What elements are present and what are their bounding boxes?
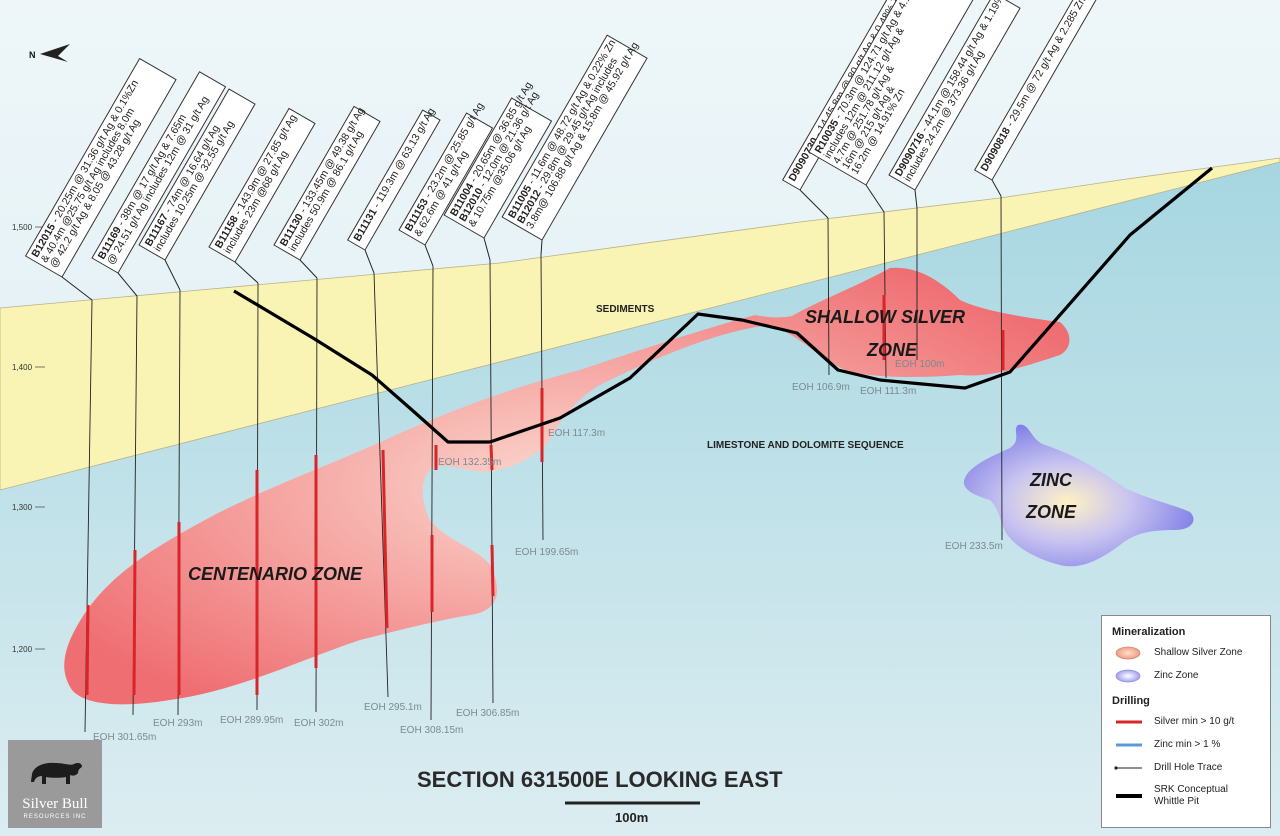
eoh-label: EOH 308.15m — [400, 725, 463, 736]
sediments-unit — [0, 157, 1280, 491]
eoh-label: EOH 117.3m — [548, 428, 605, 439]
callout-frame — [443, 97, 553, 239]
legend-row-drill-trace: Drill Hole Trace — [1112, 761, 1260, 775]
legend-label: Silver min > 10 g/t — [1154, 716, 1235, 727]
shallow-silver-swatch-icon — [1115, 646, 1141, 660]
eoh-label: EOH 295.1m — [364, 702, 422, 713]
zinc-intercept-swatch-icon — [1116, 743, 1142, 747]
zinc-swatch-icon — [1115, 669, 1141, 683]
zinc-zone-label: ZINC — [1029, 470, 1073, 490]
legend: Mineralization Shallow Silver Zone Zinc … — [1101, 615, 1271, 828]
north-arrow-icon — [40, 44, 70, 62]
eoh-label: EOH 233.5m — [945, 541, 1003, 552]
callout-frame — [91, 71, 227, 274]
eoh-label: EOH 301.65m — [93, 732, 156, 743]
legend-label: Zinc Zone — [1154, 670, 1199, 681]
callout-frame — [24, 57, 177, 278]
zinc-zone-label: ZONE — [1025, 502, 1077, 522]
eoh-label: EOH 100m — [895, 359, 944, 370]
legend-row-silver-min: Silver min > 10 g/t — [1112, 715, 1260, 729]
eoh-label: EOH 199.65m — [515, 547, 578, 558]
silver-intercepts — [85, 295, 1005, 696]
whittle-pit-outline — [233, 166, 1214, 444]
legend-row-shallow-silver: Shallow Silver Zone — [1112, 646, 1260, 660]
drill-trace-swatch-icon — [1114, 766, 1142, 770]
shallow-silver-zone-label: SHALLOW SILVER — [805, 307, 965, 327]
north-arrow: N — [29, 44, 70, 62]
sediments-label: SEDIMENTS — [596, 304, 655, 315]
shallow-silver-zone-label: ZONE — [866, 340, 918, 360]
callout-leaders — [61, 179, 1002, 301]
elevation-label: 1,300 — [12, 503, 33, 512]
callout-frame — [273, 105, 381, 261]
legend-label: Zinc min > 1 % — [1154, 739, 1221, 750]
scale-label: 100m — [615, 810, 648, 825]
eoh-labels: EOH 301.65m EOH 293m EOH 289.95m EOH 302… — [93, 359, 1003, 743]
eoh-label: EOH 289.95m — [220, 715, 283, 726]
legend-row-zinc-min: Zinc min > 1 % — [1112, 738, 1260, 752]
pit-swatch-icon — [1116, 794, 1142, 798]
legend-label: Drill Hole Trace — [1154, 762, 1223, 773]
legend-drilling-title: Drilling — [1112, 695, 1150, 707]
eoh-label: EOH 111.3m — [860, 386, 916, 397]
callout-frame — [208, 107, 316, 263]
callout-frame — [808, 0, 987, 186]
callout-frame — [501, 34, 648, 241]
eoh-label: EOH 306.85m — [456, 708, 519, 719]
silver-intercept-swatch-icon — [1116, 720, 1142, 724]
limestone-label: LIMESTONE AND DOLOMITE SEQUENCE — [707, 440, 904, 451]
north-label: N — [29, 50, 36, 60]
elevation-label: 1,400 — [12, 363, 33, 372]
elevation-axis: 1,500 1,400 1,300 1,200 — [12, 223, 45, 654]
eoh-label: EOH 293m — [153, 718, 202, 729]
eoh-label: EOH 132.35m — [438, 457, 501, 468]
company-logo: Silver Bull RESOURCES INC — [8, 740, 102, 828]
eoh-label: EOH 106.9m — [792, 382, 850, 393]
elevation-label: 1,500 — [12, 223, 33, 232]
legend-row-zinc: Zinc Zone — [1112, 669, 1260, 683]
legend-mineralization-title: Mineralization — [1112, 626, 1186, 638]
callout-frame — [888, 0, 1021, 191]
callout-frame — [138, 88, 256, 261]
callout-frame — [346, 109, 441, 251]
logo-subtitle: RESOURCES INC — [23, 814, 87, 820]
zinc-zone-shape — [963, 424, 1194, 567]
callout-frame — [973, 0, 1099, 181]
logo-name: Silver Bull — [22, 796, 88, 812]
callout-frame — [398, 112, 494, 246]
bull-icon — [31, 762, 82, 784]
eoh-label: EOH 302m — [294, 718, 343, 729]
centenario-zone-label: CENTENARIO ZONE — [188, 564, 363, 584]
elevation-label: 1,200 — [12, 645, 33, 654]
legend-label: Shallow Silver Zone — [1154, 647, 1243, 658]
section-title: SECTION 631500E LOOKING EAST — [417, 767, 783, 792]
